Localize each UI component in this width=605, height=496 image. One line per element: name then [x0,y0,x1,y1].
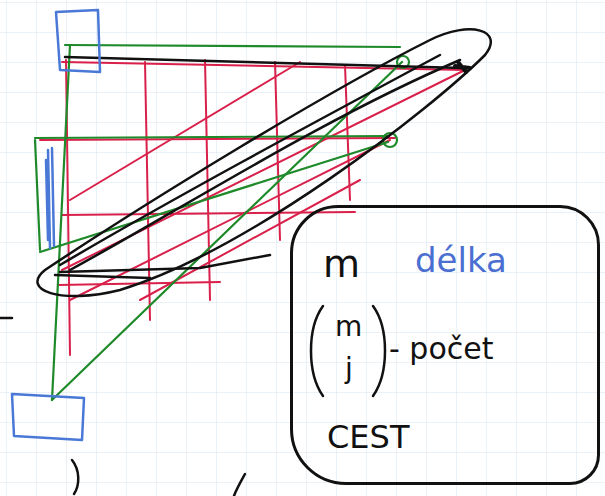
handwritten-text: m [335,312,362,343]
binomial-parentheses [293,208,413,408]
parenthesis-stroke [311,306,385,396]
handwritten-text: j [345,354,353,385]
handwritten-text: - počet [389,332,493,365]
handwritten-text: m [323,244,360,286]
black-dot [455,62,470,72]
handwritten-text: CEST [327,420,409,455]
handwritten-text: délka [415,242,507,279]
rounded-note-box: mdélkamj- početCEST [290,205,600,485]
green-lines [35,45,409,400]
blue-marks [12,10,100,440]
